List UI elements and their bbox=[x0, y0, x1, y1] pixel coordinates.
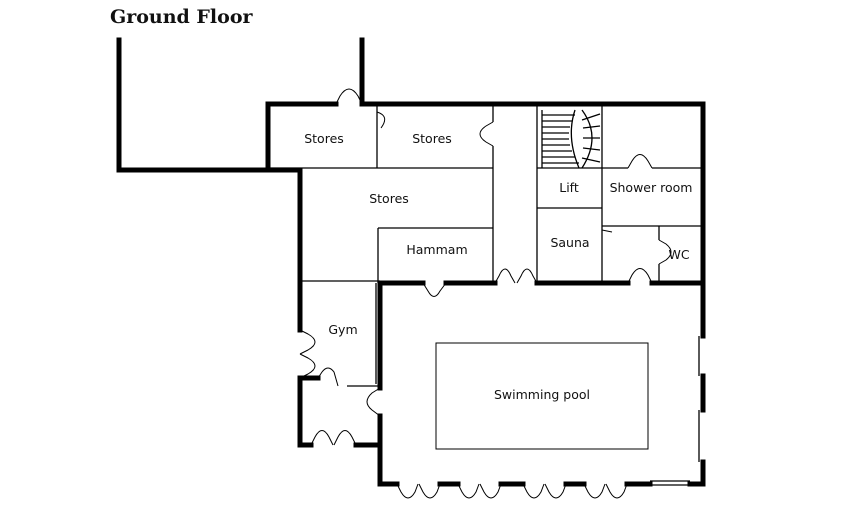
room-label-sauna: Sauna bbox=[550, 235, 589, 250]
floor-title: Ground Floor bbox=[110, 6, 253, 28]
room-label-lift: Lift bbox=[559, 180, 579, 195]
room-label-stores-large: Stores bbox=[369, 191, 409, 206]
room-label-swimming-pool: Swimming pool bbox=[494, 387, 590, 402]
room-label-stores-left: Stores bbox=[304, 131, 344, 146]
room-label-gym: Gym bbox=[328, 322, 357, 337]
staircase bbox=[541, 109, 601, 169]
room-label-hammam: Hammam bbox=[406, 242, 467, 257]
doors bbox=[299, 88, 672, 499]
swimming-pool-basin bbox=[435, 342, 649, 450]
room-label-stores-right: Stores bbox=[412, 131, 452, 146]
room-label-shower-room: Shower room bbox=[610, 180, 693, 195]
interior-walls bbox=[268, 104, 703, 486]
exterior-walls bbox=[116, 37, 706, 487]
room-label-wc: WC bbox=[668, 247, 689, 262]
